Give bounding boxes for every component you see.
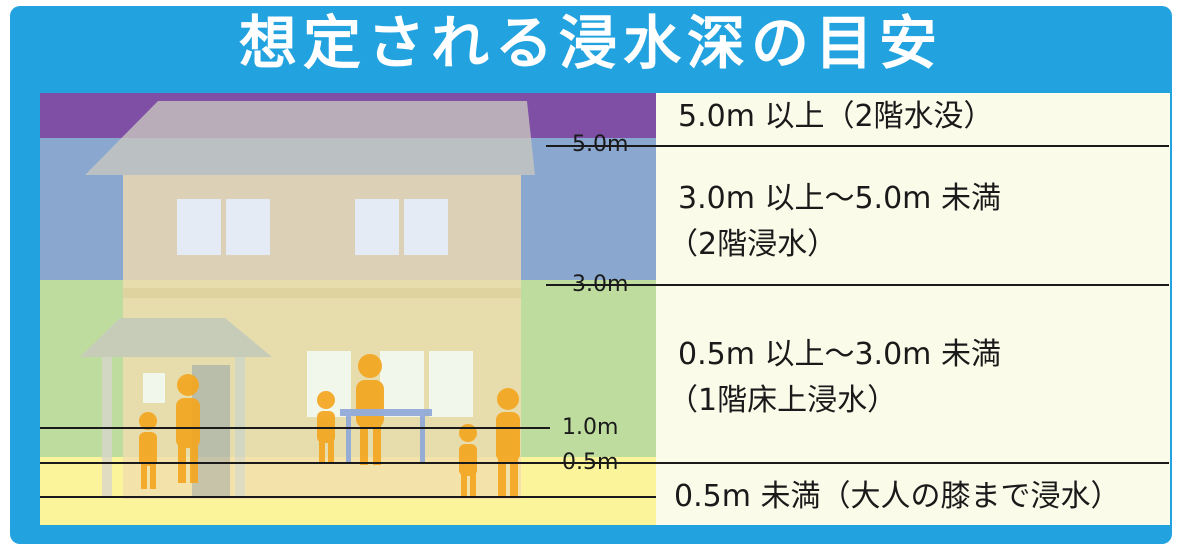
line-1m bbox=[40, 427, 550, 429]
two-story-house-icon bbox=[80, 101, 535, 499]
level-3-to-5m: 3.0m 以上～5.0m 未満 bbox=[678, 181, 1001, 216]
level-05-to-3m: 0.5m 以上～3.0m 未満 bbox=[678, 337, 1001, 372]
level-under-05m: 0.5m 未満（大人の膝まで浸水） bbox=[674, 479, 1121, 514]
level-05-to-3m-note: （1階床上浸水） bbox=[668, 383, 898, 418]
page-title: 想定される浸水深の目安 bbox=[238, 9, 943, 77]
line-3m bbox=[546, 284, 1169, 286]
family-silhouettes-icon bbox=[139, 354, 520, 497]
depth-panel: 5.0m 3.0m 1.0m 0.5m 5.0m 以上（2階水没） 3.0m 以… bbox=[40, 93, 1170, 525]
level-3-to-5m-note: （2階浸水） bbox=[668, 227, 838, 262]
line-05m bbox=[40, 462, 1169, 464]
level-over-5m: 5.0m 以上（2階水没） bbox=[678, 99, 994, 134]
marker-05m: 0.5m bbox=[562, 450, 619, 475]
marker-1m: 1.0m bbox=[562, 415, 619, 440]
ground-line bbox=[40, 496, 656, 498]
marker-5m: 5.0m bbox=[572, 132, 629, 157]
marker-3m: 3.0m bbox=[572, 272, 629, 297]
line-5m bbox=[546, 145, 1169, 147]
